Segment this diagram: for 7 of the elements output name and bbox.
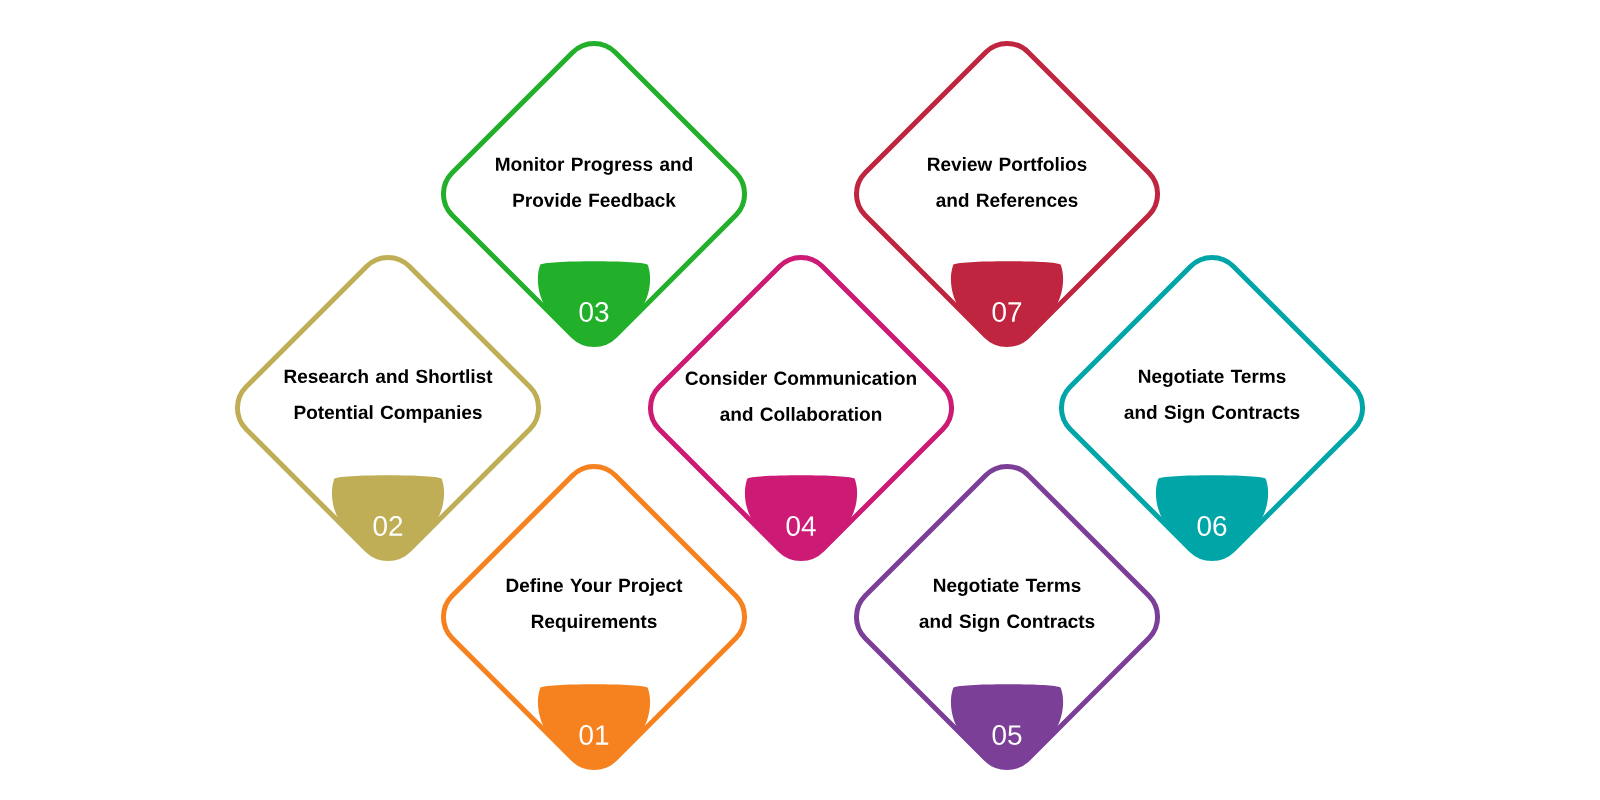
number-badge: 02 bbox=[331, 475, 445, 559]
number-badge: 04 bbox=[744, 475, 858, 559]
number-badge: 05 bbox=[950, 684, 1064, 768]
number-badge: 06 bbox=[1155, 475, 1269, 559]
number-badge: 01 bbox=[537, 684, 651, 768]
number-badge: 07 bbox=[950, 261, 1064, 345]
number-badge: 03 bbox=[537, 261, 651, 345]
